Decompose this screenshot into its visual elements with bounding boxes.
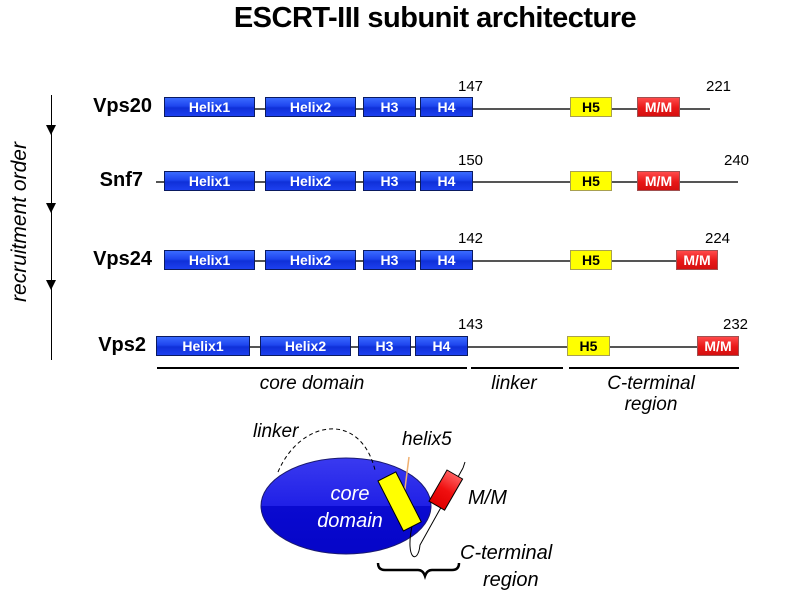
mm-rect — [428, 469, 464, 511]
mm-domain: M/M — [637, 171, 680, 191]
helix1-domain: Helix1 — [156, 336, 250, 356]
helix2-domain: Helix2 — [265, 171, 356, 191]
cartoon-cterm-label-line2: region — [483, 569, 539, 591]
helix1-domain: Helix1 — [164, 250, 255, 270]
mm-domain: M/M — [637, 97, 680, 117]
core-domain-label: core domain — [259, 373, 365, 394]
protein-name: Snf7 — [99, 169, 143, 191]
h3-domain: H3 — [363, 171, 416, 191]
linker-label: linker — [491, 373, 537, 394]
h3-domain: H3 — [363, 97, 416, 117]
cartoon-linker-label: linker — [253, 421, 299, 442]
length-number: 224 — [705, 230, 731, 247]
core-end-number: 150 — [458, 152, 484, 169]
cartoon-mm-label: M/M — [468, 487, 507, 509]
h3-domain: H3 — [363, 250, 416, 270]
helix2-domain: Helix2 — [265, 97, 356, 117]
h4-domain: H4 — [420, 171, 473, 191]
helix1-domain: Helix1 — [164, 171, 255, 191]
cartoon-core-label-line1: core — [330, 483, 370, 505]
h4-domain: H4 — [415, 336, 468, 356]
protein-row-vps24: Vps24 Helix1 Helix2 H3 H4 H5 M/M 142 224 — [0, 230, 800, 274]
linker-dashed-line — [277, 428, 376, 473]
h5-domain: H5 — [570, 171, 612, 191]
core-end-number: 142 — [458, 230, 484, 247]
helix5-rect — [377, 471, 422, 532]
protein-name: Vps2 — [98, 334, 146, 356]
protein-name: Vps20 — [93, 95, 152, 117]
protein-row-vps2: Vps2 Helix1 Helix2 H3 H4 H5 M/M 143 232 — [0, 316, 800, 360]
helix2-domain: Helix2 — [260, 336, 351, 356]
helix2-domain: Helix2 — [265, 250, 356, 270]
cterm-curly-brace — [376, 562, 461, 580]
helix1-domain: Helix1 — [164, 97, 255, 117]
mm-domain: M/M — [676, 250, 718, 270]
h3-domain: H3 — [358, 336, 411, 356]
h4-domain: H4 — [420, 250, 473, 270]
h5-domain: H5 — [570, 250, 612, 270]
mm-domain: M/M — [697, 336, 739, 356]
h5-domain: H5 — [570, 97, 612, 117]
arrow-down-icon — [46, 280, 56, 290]
h4-domain: H4 — [420, 97, 473, 117]
cartoon-helix5-label: helix5 — [402, 429, 452, 450]
length-number: 240 — [724, 152, 750, 169]
protein-row-vps20: Vps20 Helix1 Helix2 H3 H4 H5 M/M 147 221 — [0, 78, 800, 121]
cartoon-core-label-line2: domain — [317, 510, 383, 532]
arrow-down-icon — [46, 203, 56, 213]
recruitment-axis — [51, 95, 52, 360]
cterm-tail-line — [409, 467, 464, 558]
tail-end-line — [462, 461, 466, 469]
cterm-label-line1: C-terminal — [607, 373, 695, 394]
linker-bracket — [471, 367, 563, 369]
cartoon-cterm-label-line1: C-terminal — [460, 542, 553, 564]
figure-title: ESCRT-III subunit architecture — [233, 2, 637, 34]
protein-row-snf7: Snf7 Helix1 Helix2 H3 H4 H5 M/M 150 240 — [0, 152, 800, 195]
core-end-number: 143 — [458, 316, 484, 333]
h5-domain: H5 — [567, 336, 610, 356]
cterm-label-line2: region — [624, 394, 678, 415]
length-number: 232 — [723, 316, 749, 333]
cterm-bracket — [569, 367, 739, 369]
arrow-down-icon — [46, 125, 56, 135]
length-number: 221 — [706, 78, 732, 95]
core-end-number: 147 — [458, 78, 484, 95]
core-domain-bracket — [157, 367, 467, 369]
protein-name: Vps24 — [93, 248, 152, 270]
